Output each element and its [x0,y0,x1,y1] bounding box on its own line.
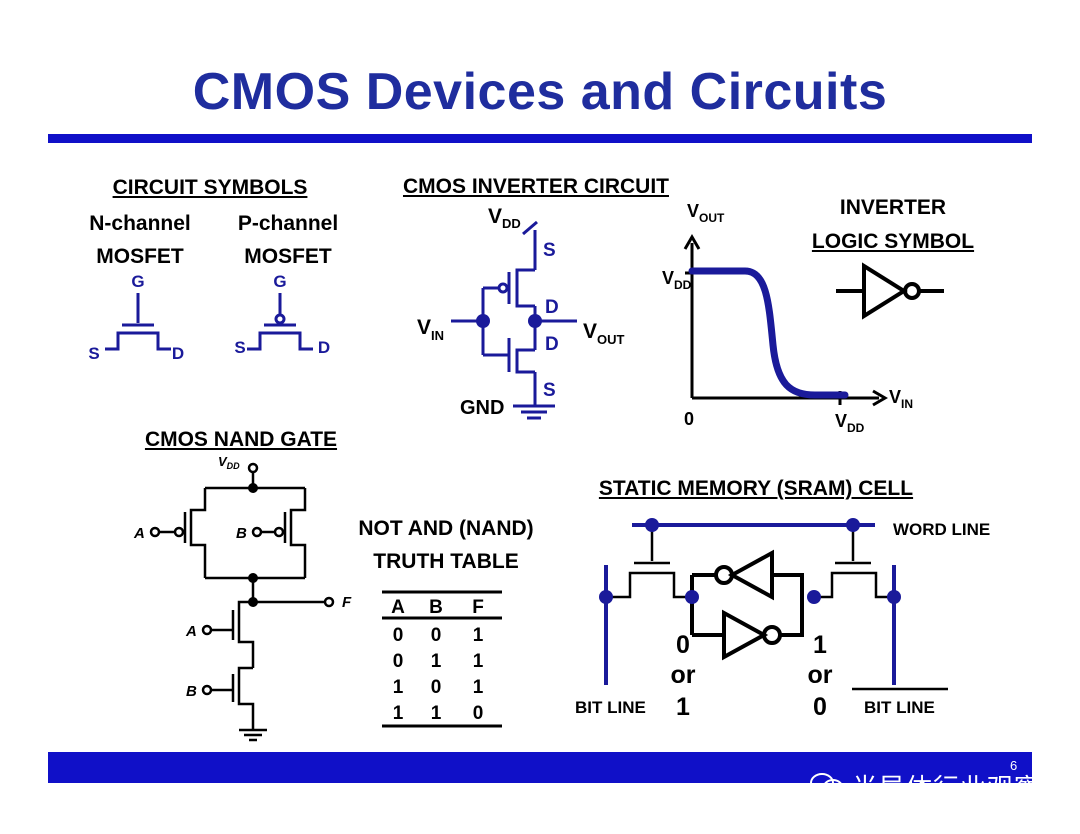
title-divider [48,134,1032,143]
watermark-text: 半导体行业观察 [852,774,1042,804]
p-channel-label-2: MOSFET [244,245,332,268]
cmos-inverter-diagram: VDD S D D S VIN VOUT GND [417,205,625,420]
wechat-icon [810,773,843,795]
truth-table-cell: 1 [473,625,484,646]
n-gate-label: G [131,272,144,291]
nand-nmos-a-label: A [185,623,197,640]
nand-output-label: F [342,594,352,611]
nand-gate-diagram: VDD A B F A B [133,454,352,742]
logic-symbol-heading-1: INVERTER [839,196,947,219]
mosfet-symbols-diagram: G S D G S D [88,272,330,363]
left-node-or: or [671,661,696,689]
truth-table-cell: 0 [393,651,404,672]
transfer-x-label: VIN [889,387,913,411]
right-node-or: or [808,661,833,689]
inverter-vin-label: VIN [417,316,444,343]
truth-table-header: B [429,597,443,618]
p-gate-label: G [273,272,286,291]
bit-line-bar-label: BIT LINE [864,698,935,717]
nand-nmos-b-label: B [186,683,197,700]
inverter-gnd-label: GND [460,397,504,419]
nand-vdd-label: VDD [218,454,240,471]
truth-table-cell: 1 [431,703,442,724]
nand-gate-heading: CMOS NAND GATE [144,428,338,451]
nand-pmos-b-label: B [236,525,247,542]
right-node-value-1: 1 [813,631,827,659]
page-title: CMOS Devices and Circuits [192,63,888,121]
truth-table-title-1: NOT AND (NAND) [358,517,534,540]
truth-table-cell: 0 [393,625,404,646]
n-channel-label-2: MOSFET [96,245,184,268]
p-drain-label: D [318,338,330,357]
nmos-source-label: S [543,380,556,401]
left-node-value-0: 0 [676,631,690,659]
inverter-logic-symbol [836,262,944,320]
word-line-label: WORD LINE [893,520,990,539]
transfer-x-tick-label: VDD [835,411,865,435]
footer-bar [48,752,1032,783]
sram-cell-diagram: WORD LINE BIT LINE BIT LINE 0 or 1 1 or … [575,518,990,721]
truth-table-title-2: TRUTH TABLE [373,550,519,573]
p-source-label: S [234,338,245,357]
n-drain-label: D [172,344,184,363]
n-source-label: S [88,344,99,363]
inverter-circuit-heading: CMOS INVERTER CIRCUIT [402,175,669,198]
transfer-y-tick-label: VDD [662,268,692,292]
truth-table-cell: 1 [393,677,404,698]
nmos-drain-label: D [545,334,559,355]
truth-table-cell: 0 [473,703,484,724]
page-number: 6 [1010,758,1018,773]
inverter-vout-label: VOUT [583,320,625,347]
p-channel-label-1: P-channel [237,212,339,235]
truth-table-cell: 0 [431,677,442,698]
truth-table: A B F 0 0 1 0 1 1 1 0 1 1 1 0 [382,590,502,728]
truth-table-cell: 1 [393,703,404,724]
truth-table-cell: 1 [473,677,484,698]
right-node-value-0: 0 [813,693,827,721]
inverter-vdd-label: VDD [488,205,521,231]
truth-table-cell: 1 [473,651,484,672]
truth-table-header: F [472,597,484,618]
truth-table-cell: 1 [431,651,442,672]
circuit-symbols-heading: CIRCUIT SYMBOLS [112,176,308,199]
bit-line-label: BIT LINE [575,698,646,717]
pmos-source-label: S [543,240,556,261]
truth-table-header: A [391,597,405,618]
truth-table-cell: 0 [431,625,442,646]
transfer-origin-label: 0 [684,409,694,429]
transfer-curve-diagram: VOUT VDD VIN 0 VDD [662,201,913,435]
n-channel-label-1: N-channel [89,212,191,235]
sram-heading: STATIC MEMORY (SRAM) CELL [598,477,914,500]
left-node-value-1: 1 [676,693,690,721]
transfer-y-label: VOUT [687,201,725,225]
logic-symbol-heading-2: LOGIC SYMBOL [811,230,975,253]
pmos-drain-label: D [545,297,559,318]
nand-pmos-a-label: A [133,525,145,542]
